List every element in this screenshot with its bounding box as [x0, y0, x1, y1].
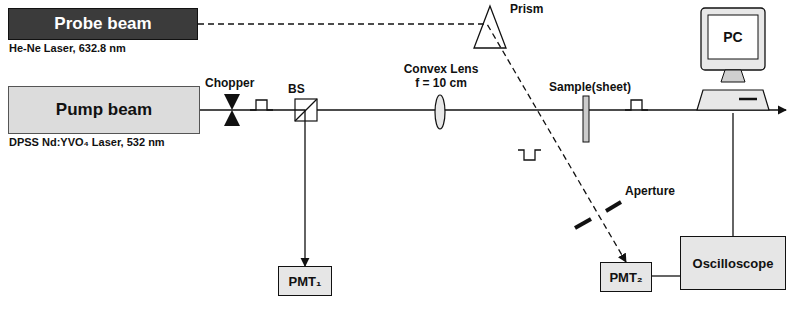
component-label: Aperture	[624, 184, 676, 198]
box-title: Oscilloscope	[693, 256, 774, 271]
component-label: Sample(sheet)	[548, 80, 632, 94]
detector-box: PMT₁	[278, 266, 332, 296]
laser-box: Probe beamHe-Ne Laser, 632.8 nm	[8, 8, 198, 40]
convex-lens	[435, 95, 445, 129]
box-title: PMT₂	[609, 270, 642, 285]
sample-sheet	[583, 96, 589, 142]
pulse-symbol	[625, 100, 648, 110]
signal-cable	[652, 275, 680, 276]
monitor-stand	[721, 70, 745, 82]
computer: PC	[695, 6, 771, 113]
detector-box: PMT₂	[600, 262, 652, 292]
component-label: BS	[287, 82, 306, 96]
keyboard	[697, 90, 769, 110]
laser-box: Pump beamDPSS Nd:YVO₄ Laser, 532 nm	[8, 86, 200, 134]
aperture-blade	[606, 202, 621, 211]
monitor-screen	[708, 15, 758, 59]
box-title: Probe beam	[54, 14, 151, 34]
pump-beam-path	[200, 110, 305, 266]
box-title: Pump beam	[56, 100, 152, 120]
probe-beam-path	[198, 24, 626, 262]
component-label: Convex Lens f = 10 cm	[400, 62, 482, 90]
component-label: Chopper	[204, 76, 255, 90]
inverted-pulse-symbol	[518, 150, 541, 160]
monitor-frame	[701, 8, 765, 70]
computer-outline	[695, 6, 771, 113]
component-label: Prism	[509, 2, 544, 16]
laser-spec: He-Ne Laser, 632.8 nm	[9, 42, 126, 54]
laser-spec: DPSS Nd:YVO₄ Laser, 532 nm	[9, 136, 165, 148]
box-title: PMT₁	[289, 274, 322, 289]
keyboard-key	[739, 98, 757, 101]
pulse-symbol	[250, 100, 273, 110]
prism	[474, 6, 506, 48]
aperture-blade	[575, 219, 591, 228]
oscilloscope-box: Oscilloscope	[680, 236, 786, 290]
data-cable	[732, 113, 733, 236]
box-title: PC	[723, 29, 742, 45]
